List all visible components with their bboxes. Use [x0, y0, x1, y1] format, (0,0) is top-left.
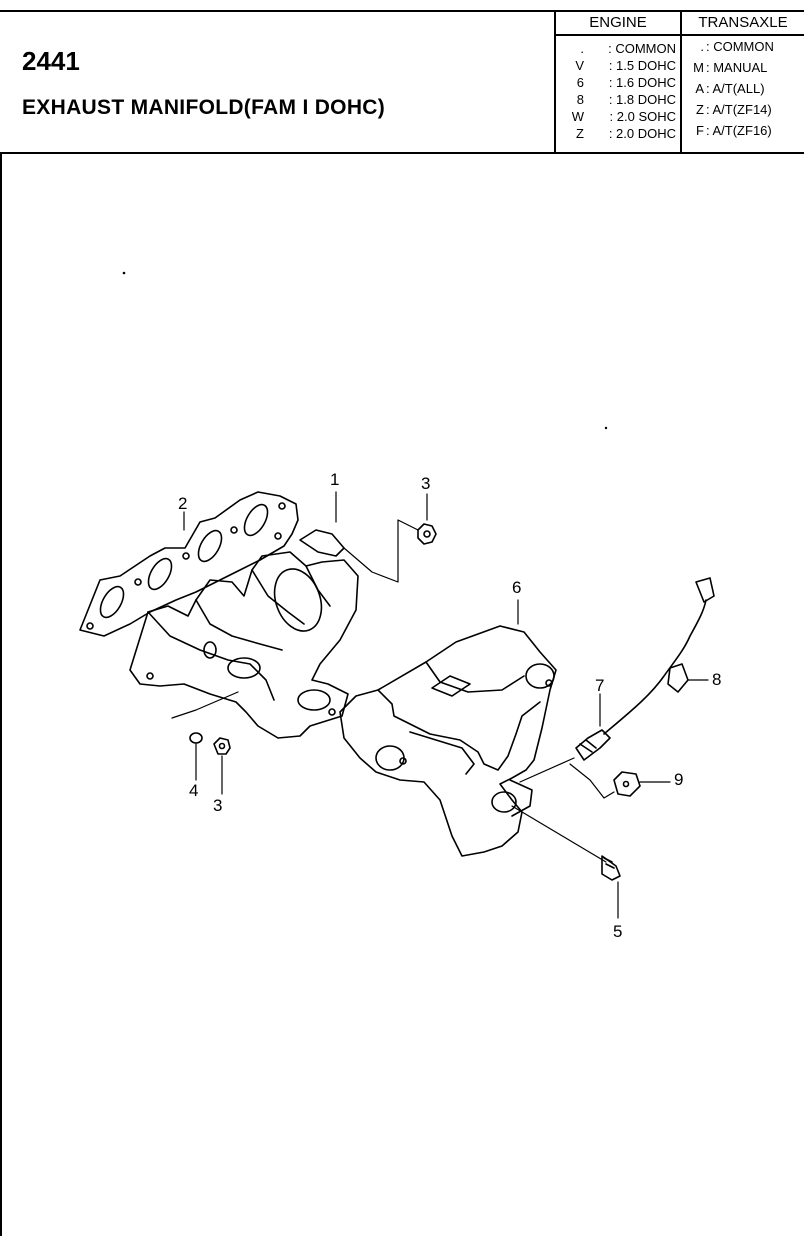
engine-row: . : COMMON: [556, 40, 680, 57]
transaxle-desc: : COMMON: [706, 39, 774, 54]
transaxle-desc: : A/T(ZF14): [706, 102, 772, 117]
engine-code: V: [575, 58, 584, 73]
callout-4: 4: [189, 781, 199, 800]
washer-drawing: [189, 732, 203, 744]
transaxle-code: .: [700, 39, 704, 54]
transaxle-row: M: MANUAL: [682, 57, 804, 78]
engine-table-heading: ENGINE: [556, 12, 680, 36]
transaxle-code: Z: [696, 102, 704, 117]
heat-shield-drawing: [339, 625, 557, 857]
callout-3: 3: [213, 796, 223, 815]
page-title: EXHAUST MANIFOLD(FAM I DOHC): [22, 96, 386, 119]
engine-row: 8 : 1.8 DOHC: [556, 91, 680, 108]
manifold-gasket-drawing: [79, 491, 299, 637]
engine-table: ENGINE . : COMMON V : 1.5 DOHC 6 : 1.6 DOHC…: [554, 12, 680, 152]
transaxle-desc: : A/T(ALL): [706, 81, 765, 96]
transaxle-desc: : A/T(ZF16): [706, 123, 772, 138]
engine-row: W : 2.0 SOHC: [556, 108, 680, 125]
engine-code: 6: [576, 75, 584, 90]
transaxle-code: F: [696, 123, 704, 138]
engine-code: .: [580, 41, 584, 56]
transaxle-table: TRANSAXLE .: COMMON M: MANUAL A: A/T(ALL…: [680, 12, 804, 152]
transaxle-code: A: [695, 81, 704, 96]
engine-code: W: [571, 109, 584, 124]
engine-desc: : 1.5 DOHC: [608, 58, 676, 73]
callout-1: 1: [330, 470, 340, 489]
nut-drawing: [213, 737, 231, 755]
transaxle-row: .: COMMON: [682, 36, 804, 57]
part-number: 2441: [22, 46, 80, 76]
page-border: [0, 154, 2, 1236]
engine-desc: : 2.0 DOHC: [608, 126, 676, 141]
engine-row: Z : 2.0 DOHC: [556, 125, 680, 142]
callout-9: 9: [674, 770, 684, 789]
transaxle-code: M: [693, 60, 704, 75]
engine-code: Z: [576, 126, 584, 141]
transaxle-row: F: A/T(ZF16): [682, 120, 804, 141]
callout-8: 8: [712, 670, 722, 689]
exhaust-manifold-drawing: [129, 529, 359, 739]
engine-row: V : 1.5 DOHC: [556, 57, 680, 74]
engine-desc: : 1.8 DOHC: [608, 92, 676, 107]
callout-3: 3: [421, 474, 431, 493]
transaxle-row: Z: A/T(ZF14): [682, 99, 804, 120]
transaxle-table-heading: TRANSAXLE: [682, 12, 804, 36]
transaxle-desc: : MANUAL: [706, 60, 768, 75]
engine-desc: : 2.0 SOHC: [609, 109, 676, 124]
plug-drawing: [613, 771, 641, 797]
transaxle-row: A: A/T(ALL): [682, 78, 804, 99]
callout-6: 6: [512, 578, 522, 597]
engine-row: 6 : 1.6 DOHC: [556, 74, 680, 91]
callout-7: 7: [595, 676, 605, 695]
bolt-drawing: [601, 855, 621, 881]
engine-code: 8: [576, 92, 584, 107]
callout-2: 2: [178, 494, 188, 513]
nut-drawing: [417, 523, 437, 545]
engine-desc: : COMMON: [608, 41, 676, 56]
oxygen-sensor-drawing: [575, 577, 715, 761]
callout-5: 5: [613, 922, 623, 941]
engine-desc: : 1.6 DOHC: [608, 75, 676, 90]
header-block: 2441 EXHAUST MANIFOLD(FAM I DOHC) ENGINE…: [0, 10, 804, 154]
